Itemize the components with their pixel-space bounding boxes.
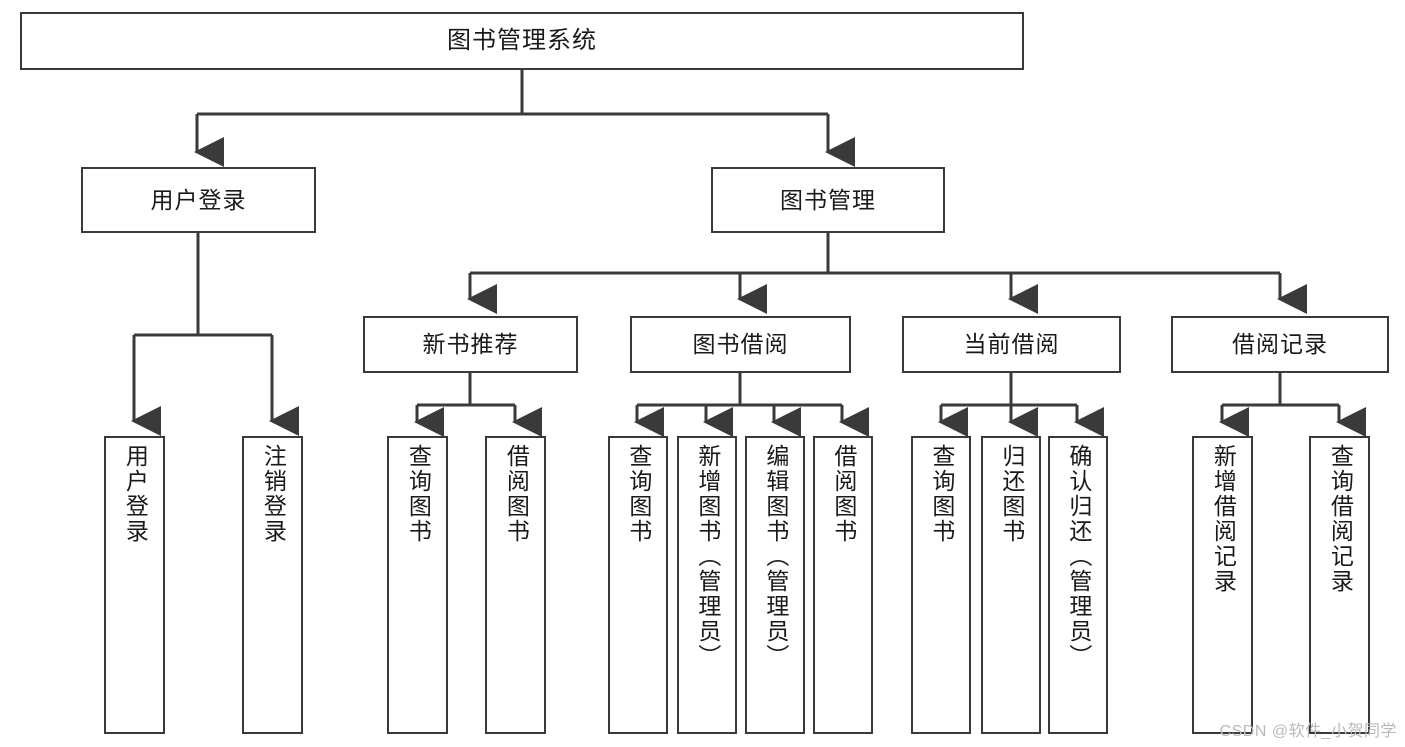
node-label: 查询图书 xyxy=(625,444,652,544)
node-current-borrow[interactable]: 当前借阅 xyxy=(902,316,1121,373)
node-label: 新增借阅记录 xyxy=(1210,444,1237,594)
node-label: 当前借阅 xyxy=(963,331,1060,358)
node-label: 新书推荐 xyxy=(422,331,519,358)
leaf-recommend-borrow-book[interactable]: 借阅图书 xyxy=(485,436,546,734)
node-label: 确认归还（管理员） xyxy=(1065,444,1092,669)
node-label: 图书管理系统 xyxy=(447,27,597,54)
node-label: 借阅图书 xyxy=(503,444,530,544)
node-label: 查询借阅记录 xyxy=(1327,444,1354,594)
leaf-current-query-book[interactable]: 查询图书 xyxy=(911,436,971,734)
node-label: 查询图书 xyxy=(928,444,955,544)
leaf-borrow-query-book[interactable]: 查询图书 xyxy=(608,436,668,734)
node-book-management[interactable]: 图书管理 xyxy=(711,167,945,233)
leaf-current-return-book[interactable]: 归还图书 xyxy=(981,436,1041,734)
node-label: 用户登录 xyxy=(122,444,149,544)
leaf-recommend-query-book[interactable]: 查询图书 xyxy=(387,436,448,734)
node-label: 借阅记录 xyxy=(1232,331,1328,358)
node-new-book-recommend[interactable]: 新书推荐 xyxy=(363,316,578,373)
node-label: 查询图书 xyxy=(405,444,432,544)
node-book-borrow[interactable]: 图书借阅 xyxy=(630,316,851,373)
watermark-label: CSDN @软件_小贺同学 xyxy=(1219,723,1397,740)
leaf-current-confirm-return[interactable]: 确认归还（管理员） xyxy=(1048,436,1108,734)
node-label: 图书借阅 xyxy=(692,331,789,358)
leaf-borrow-borrow-book[interactable]: 借阅图书 xyxy=(813,436,873,734)
leaf-user-logout[interactable]: 注销登录 xyxy=(242,436,303,734)
leaf-record-query-record[interactable]: 查询借阅记录 xyxy=(1309,436,1370,734)
node-label: 新增图书（管理员） xyxy=(694,444,721,669)
node-borrow-record[interactable]: 借阅记录 xyxy=(1171,316,1389,373)
node-root-system[interactable]: 图书管理系统 xyxy=(20,12,1024,70)
node-label: 编辑图书（管理员） xyxy=(762,444,789,669)
node-label: 借阅图书 xyxy=(830,444,857,544)
node-label: 归还图书 xyxy=(998,444,1025,544)
leaf-record-add-record[interactable]: 新增借阅记录 xyxy=(1192,436,1253,734)
leaf-user-login[interactable]: 用户登录 xyxy=(104,436,165,734)
node-label: 注销登录 xyxy=(260,444,287,544)
node-label: 用户登录 xyxy=(150,186,247,213)
leaf-borrow-add-book[interactable]: 新增图书（管理员） xyxy=(677,436,737,734)
node-label: 图书管理 xyxy=(780,186,876,213)
leaf-borrow-edit-book[interactable]: 编辑图书（管理员） xyxy=(745,436,805,734)
node-user-login[interactable]: 用户登录 xyxy=(81,167,316,233)
